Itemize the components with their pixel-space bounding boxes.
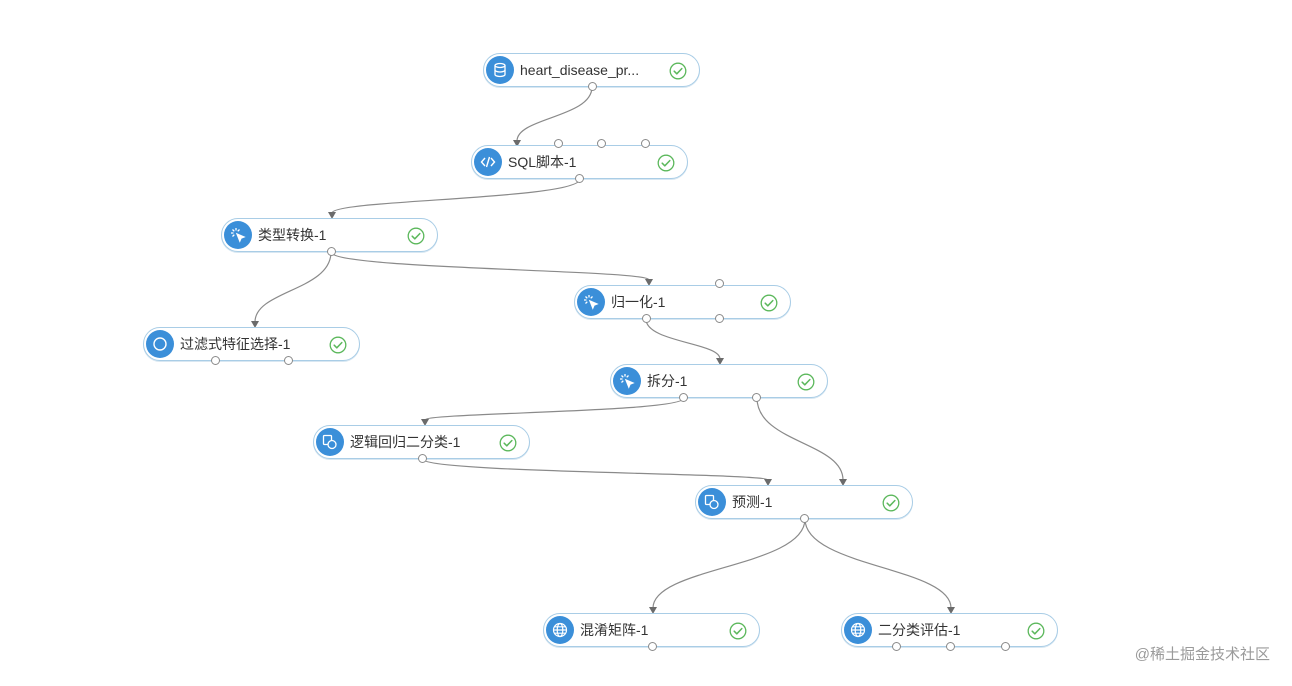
input-port[interactable] xyxy=(554,139,563,148)
node-logistic-regression[interactable]: 逻辑回归二分类-1 xyxy=(313,425,530,459)
node-label: 拆分-1 xyxy=(647,373,688,389)
output-port[interactable] xyxy=(679,393,688,402)
success-check-icon xyxy=(499,434,517,452)
node-filter-feature-selection[interactable]: 过滤式特征选择-1 xyxy=(143,327,360,361)
success-check-icon xyxy=(760,294,778,312)
success-check-icon xyxy=(1027,622,1045,640)
shapes-icon xyxy=(316,428,344,456)
node-label: 混淆矩阵-1 xyxy=(580,622,649,638)
node-sql-script[interactable]: SQL脚本-1 xyxy=(471,145,688,179)
edge-n4-n6[interactable] xyxy=(645,318,721,360)
success-check-icon xyxy=(657,154,675,172)
globe-icon xyxy=(546,616,574,644)
output-port[interactable] xyxy=(418,454,427,463)
output-port[interactable] xyxy=(800,514,809,523)
cursor-click-icon xyxy=(224,221,252,249)
node-binary-evaluation[interactable]: 二分类评估-1 xyxy=(841,613,1058,647)
watermark: @稀土掘金技术社区 xyxy=(1134,646,1270,663)
node-heart-disease-dataset[interactable]: heart_disease_pr... xyxy=(483,53,700,87)
success-check-icon xyxy=(329,336,347,354)
output-port[interactable] xyxy=(211,356,220,365)
output-port[interactable] xyxy=(648,642,657,651)
node-label: 过滤式特征选择-1 xyxy=(180,336,291,352)
shapes-icon xyxy=(698,488,726,516)
output-port[interactable] xyxy=(575,174,584,183)
output-port[interactable] xyxy=(642,314,651,323)
output-port[interactable] xyxy=(715,314,724,323)
input-port[interactable] xyxy=(597,139,606,148)
edge-arrowhead xyxy=(421,419,429,426)
node-label: 二分类评估-1 xyxy=(878,622,961,638)
node-label: 逻辑回归二分类-1 xyxy=(350,434,461,450)
edge-arrowhead xyxy=(839,479,847,486)
edge-n8-n10[interactable] xyxy=(804,518,952,609)
node-label: 类型转换-1 xyxy=(258,227,327,243)
edge-n3-n5[interactable] xyxy=(254,251,332,323)
node-label: SQL脚本-1 xyxy=(508,154,577,170)
success-check-icon xyxy=(407,227,425,245)
edge-arrowhead xyxy=(513,140,521,147)
edge-arrowhead xyxy=(764,479,772,486)
edge-arrowhead xyxy=(251,321,259,328)
node-prediction[interactable]: 预测-1 xyxy=(695,485,913,519)
output-port[interactable] xyxy=(752,393,761,402)
edge-n8-n9[interactable] xyxy=(652,518,806,609)
output-port[interactable] xyxy=(588,82,597,91)
output-port[interactable] xyxy=(1001,642,1010,651)
node-label: heart_disease_pr... xyxy=(520,62,640,78)
success-check-icon xyxy=(729,622,747,640)
input-port[interactable] xyxy=(715,279,724,288)
cursor-click-icon xyxy=(613,367,641,395)
success-check-icon xyxy=(797,373,815,391)
edge-n3-n4[interactable] xyxy=(330,251,650,281)
output-port[interactable] xyxy=(327,247,336,256)
code-icon xyxy=(474,148,502,176)
edge-arrowhead xyxy=(649,607,657,614)
input-port[interactable] xyxy=(641,139,650,148)
edge-arrowhead xyxy=(716,358,724,365)
edge-n6-n8[interactable] xyxy=(756,397,844,481)
edge-n6-n7[interactable] xyxy=(424,397,685,421)
cursor-click-icon xyxy=(577,288,605,316)
output-port[interactable] xyxy=(892,642,901,651)
node-type-conversion[interactable]: 类型转换-1 xyxy=(221,218,438,252)
edge-n2-n3[interactable] xyxy=(331,178,581,214)
node-normalization[interactable]: 归一化-1 xyxy=(574,285,791,319)
edge-arrowhead xyxy=(328,212,336,219)
edge-n7-n8[interactable] xyxy=(422,458,769,481)
success-check-icon xyxy=(882,494,900,512)
node-label: 预测-1 xyxy=(732,494,773,510)
edge-n1-n2[interactable] xyxy=(516,86,593,142)
edge-arrowhead xyxy=(645,279,653,286)
node-split[interactable]: 拆分-1 xyxy=(610,364,828,398)
database-icon xyxy=(486,56,514,84)
edge-arrowhead xyxy=(947,607,955,614)
circle-icon xyxy=(146,330,174,358)
globe-icon xyxy=(844,616,872,644)
output-port[interactable] xyxy=(946,642,955,651)
node-label: 归一化-1 xyxy=(611,294,666,310)
output-port[interactable] xyxy=(284,356,293,365)
success-check-icon xyxy=(669,62,687,80)
